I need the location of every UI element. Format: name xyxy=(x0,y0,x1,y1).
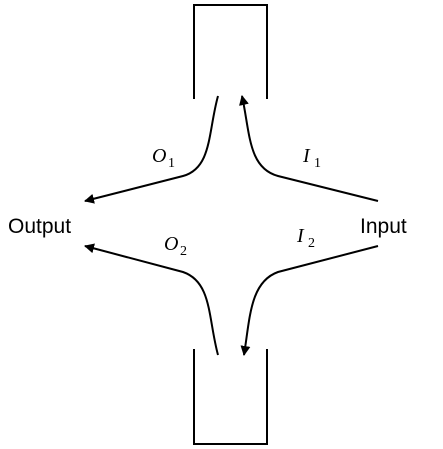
o2-label: O 2 xyxy=(164,233,187,259)
bottom-channel-walls xyxy=(193,349,268,445)
output-label: Output xyxy=(8,215,71,238)
i2-symbol: I xyxy=(296,225,305,247)
input-label: Input xyxy=(360,215,407,238)
i1-subscript: 1 xyxy=(314,156,321,171)
o2-symbol: O xyxy=(164,233,178,255)
bottom-channel xyxy=(193,349,268,445)
flow-i1-arrow xyxy=(239,95,379,202)
o1-symbol: O xyxy=(152,145,166,167)
flow-o2-arrow xyxy=(84,243,219,356)
i1-symbol: I xyxy=(302,145,311,167)
flow-o1-arrow xyxy=(84,95,219,204)
i2-subscript: 2 xyxy=(308,236,315,251)
o1-label: O 1 xyxy=(152,145,175,171)
top-channel xyxy=(193,4,268,99)
o2-subscript: 2 xyxy=(180,244,187,259)
i2-label: I 2 xyxy=(296,225,315,251)
i1-label: I 1 xyxy=(302,145,321,171)
o1-subscript: 1 xyxy=(168,156,175,171)
top-channel-walls xyxy=(193,4,268,99)
flow-i2-arrow xyxy=(240,245,379,356)
